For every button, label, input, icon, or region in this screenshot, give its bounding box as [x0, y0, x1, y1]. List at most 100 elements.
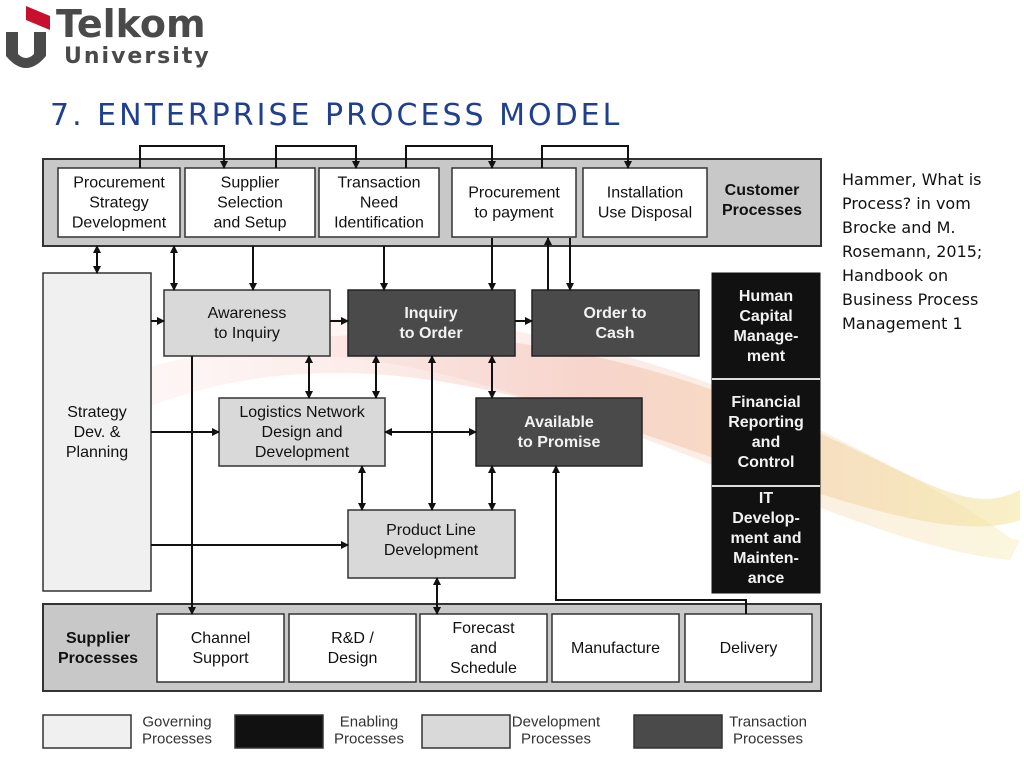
label-line: ment and [730, 530, 801, 547]
available-label: Available to Promise [518, 414, 601, 451]
legend-swatch [633, 714, 723, 749]
customer-process-2-box [184, 167, 316, 238]
strategy-box [42, 272, 152, 592]
label-line: Customer [725, 182, 800, 199]
citation-line: Handbook on [842, 266, 949, 285]
available-box [475, 397, 643, 467]
label-line: Identification [334, 215, 424, 232]
logo-emblem-icon [2, 6, 50, 68]
supplier-process-3-box [419, 613, 548, 683]
legend-swatch [421, 714, 511, 749]
supplier-process-4-label: Manufacture [571, 640, 660, 657]
label-line: Processes [521, 731, 591, 748]
label-line: to Order [399, 325, 462, 342]
label-line: Governing [142, 714, 211, 731]
label-line: Cash [595, 325, 634, 342]
label-line: Available [524, 414, 594, 431]
order-cash-label: Order to Cash [583, 305, 646, 342]
label-line: Development [384, 542, 479, 559]
customer-process-1-box [57, 167, 181, 238]
label-line: to payment [474, 205, 554, 222]
label-line: Need [360, 195, 398, 212]
label-line: Enabling [340, 714, 398, 731]
label-line: Control [738, 454, 795, 471]
label-line: Transaction [338, 175, 421, 192]
label-line: Planning [66, 444, 128, 461]
citation-line: Process? in vom [842, 194, 971, 213]
label-line: Develop- [732, 510, 800, 527]
customer-process-4-label: Procurement to payment [468, 185, 560, 222]
label-line: Processes [733, 731, 803, 748]
order-cash-box [531, 289, 700, 357]
label-line: Inquiry [404, 305, 457, 322]
legend-swatch [42, 714, 132, 749]
logo-line1: Telkom [56, 2, 206, 46]
label-line: Logistics Network [239, 404, 365, 421]
customer-process-3-box [318, 167, 440, 238]
label-line: and Setup [214, 215, 287, 232]
label-line: and [752, 434, 780, 451]
label-line: Order to [583, 305, 646, 322]
label-line: to Promise [518, 434, 601, 451]
process-arrows [93, 237, 747, 615]
label-line: Supplier [221, 175, 280, 192]
label-line: Reporting [728, 414, 804, 431]
label-line: Human [739, 288, 793, 305]
label-line: Support [192, 650, 249, 667]
citation-line: Hammer, What is [842, 170, 982, 189]
label-line: ance [748, 570, 785, 587]
enabling-column [711, 272, 821, 594]
label-line: Procurement [73, 175, 165, 192]
page-title: 7. ENTERPRISE PROCESS MODEL [50, 98, 623, 133]
inquiry-label: Inquiry to Order [399, 305, 462, 342]
label-line: Awareness [208, 305, 287, 322]
customer-process-4-box [451, 167, 577, 238]
label-line: Processes [142, 731, 212, 748]
label-line: Schedule [450, 660, 517, 677]
inquiry-box [347, 289, 516, 357]
product-line-box [347, 509, 516, 579]
telkom-university-logo: Telkom University [0, 0, 210, 80]
label-line: Design and [262, 424, 343, 441]
label-line: Development [255, 444, 350, 461]
label-line: Mainten- [733, 550, 799, 567]
label-line: Procurement [468, 185, 560, 202]
label-line: and [470, 640, 497, 657]
label-line: Transaction [729, 714, 807, 731]
label-line: Product Line [386, 522, 476, 539]
label-line: Delivery [720, 640, 778, 657]
label-line: Development [72, 215, 167, 232]
label-line: Development [512, 714, 601, 731]
label-line: Supplier [66, 630, 130, 647]
label-line: Capital [739, 308, 792, 325]
citation-line: Brocke and M. [842, 218, 956, 237]
label-line: Design [328, 650, 378, 667]
label-line: ment [747, 348, 786, 365]
label-line: Strategy [89, 195, 149, 212]
label-line: Dev. & [74, 424, 121, 441]
supplier-process-2-label: R&D / Design [328, 630, 378, 667]
legend-swatch [234, 714, 324, 749]
label-line: R&D / [331, 630, 374, 647]
label-line: Financial [731, 394, 800, 411]
supplier-process-1-box [156, 613, 285, 683]
label-line: Processes [722, 202, 802, 219]
